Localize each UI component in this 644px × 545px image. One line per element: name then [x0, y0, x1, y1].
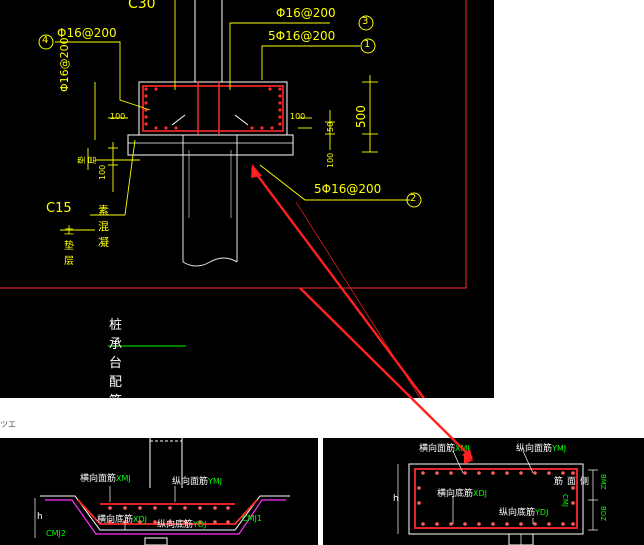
- h-bottom-label: 横向底筋: [97, 515, 134, 525]
- h-mark-left: h: [37, 512, 43, 522]
- leader-lines: [55, 0, 410, 231]
- h-top-label: 横向面筋: [80, 474, 117, 484]
- rect-h-top-label: 横向面筋: [419, 444, 456, 454]
- rect-rebar-dots: [417, 471, 575, 526]
- cmj2-label: CMJ2: [46, 529, 66, 538]
- rect-h-bottom-label: 横向底筋: [437, 489, 474, 499]
- bar-label-2: 5Φ16@200: [314, 182, 382, 196]
- cushion-label: 垫层: [77, 156, 97, 164]
- dim-100-a: 100: [110, 112, 126, 121]
- rebar-cage: [142, 85, 284, 132]
- rect-v-bottom-label: 纵向底筋: [499, 508, 536, 518]
- rect-h-top-code: XMJ: [455, 444, 470, 453]
- rect-v-top-code: YMJ: [552, 444, 567, 453]
- rectangular-cap-diagram[interactable]: 横向面筋XMJ 纵向面筋YMJ 横向底筋XDJ 侧面筋 CMJ 纵向底筋YDJ …: [323, 438, 644, 545]
- drawing-title: 桩承台配筋大样: [109, 318, 123, 398]
- dim-50: 50: [326, 121, 335, 132]
- v-bottom-code: YDJ: [193, 520, 207, 529]
- rect-side-code: CMJ: [561, 494, 569, 507]
- dim-100-c: 100: [98, 164, 107, 180]
- callout-4-number: 4: [42, 35, 49, 46]
- soil-layer-label: 土垫层: [64, 226, 74, 267]
- bar-label-1: 5Φ16@200: [268, 29, 336, 43]
- pile-cap-outline: [138, 81, 288, 136]
- cap-rebar-outline: [77, 499, 258, 525]
- trapezoid-cap-svg: [34, 438, 290, 545]
- rect-cap-rebar: [414, 468, 578, 529]
- bar-label-4: Φ16@200: [57, 26, 117, 40]
- red-arrow-head: [464, 455, 472, 464]
- cad-detail-svg: [0, 0, 467, 398]
- cmj1-label: CMJ1: [242, 514, 262, 523]
- h-top-code: XMJ: [116, 474, 131, 483]
- rect-cap-outline: [408, 463, 584, 535]
- c15-label: C15: [46, 201, 72, 216]
- v-bottom-label: 纵向底筋: [157, 520, 194, 530]
- v-top-label: 纵向面筋: [172, 477, 209, 487]
- trapezoid-cap-diagram[interactable]: 横向面筋XMJ 纵向面筋YMJ 横向底筋XDJ 纵向底筋YDJ CMJ2 CMJ…: [0, 438, 318, 545]
- cad-detail-drawing[interactable]: C30 Φ16@200 3 5Φ16@200 1 Φ16@200 4 Φ16@2…: [0, 0, 494, 398]
- h-bottom-code: XDJ: [133, 515, 148, 524]
- callout-circles: [38, 15, 422, 208]
- dim-500: 500: [354, 105, 368, 128]
- rect-v-bottom-code: YDJ: [535, 508, 549, 517]
- bar-label-side: Φ16@200: [58, 37, 71, 92]
- rebar-dots: [144, 87, 282, 130]
- red-annotation-arrow: [251, 167, 426, 398]
- rect-side-label: 侧面筋: [552, 476, 588, 485]
- bar-label-3: Φ16@200: [276, 6, 336, 20]
- bmz-label: BMZ: [599, 474, 607, 490]
- rect-h-bottom-code: XDJ: [473, 489, 488, 498]
- gap-text: ツエ: [0, 420, 16, 429]
- v-top-code: YMJ: [208, 477, 223, 486]
- dim-100-d: 100: [326, 152, 335, 168]
- pile-break: [182, 257, 238, 267]
- cap-rebar-dots: [108, 506, 230, 524]
- cushion-layer: [127, 134, 294, 156]
- callout-3-number: 3: [362, 16, 369, 27]
- bdz-label: BDZ: [599, 506, 607, 521]
- callout-2-number: 2: [410, 193, 417, 204]
- cap-profile-pink: [45, 499, 286, 535]
- rect-v-top-label: 纵向面筋: [516, 444, 553, 454]
- rect-h-mark: h: [393, 494, 399, 504]
- callout-1-number: 1: [364, 39, 371, 50]
- concrete-grade-label: C30: [128, 0, 156, 12]
- plain-concrete-label: 素混凝: [98, 204, 109, 249]
- cap-profile-white: [40, 495, 290, 531]
- dim-100-b: 100: [290, 112, 306, 121]
